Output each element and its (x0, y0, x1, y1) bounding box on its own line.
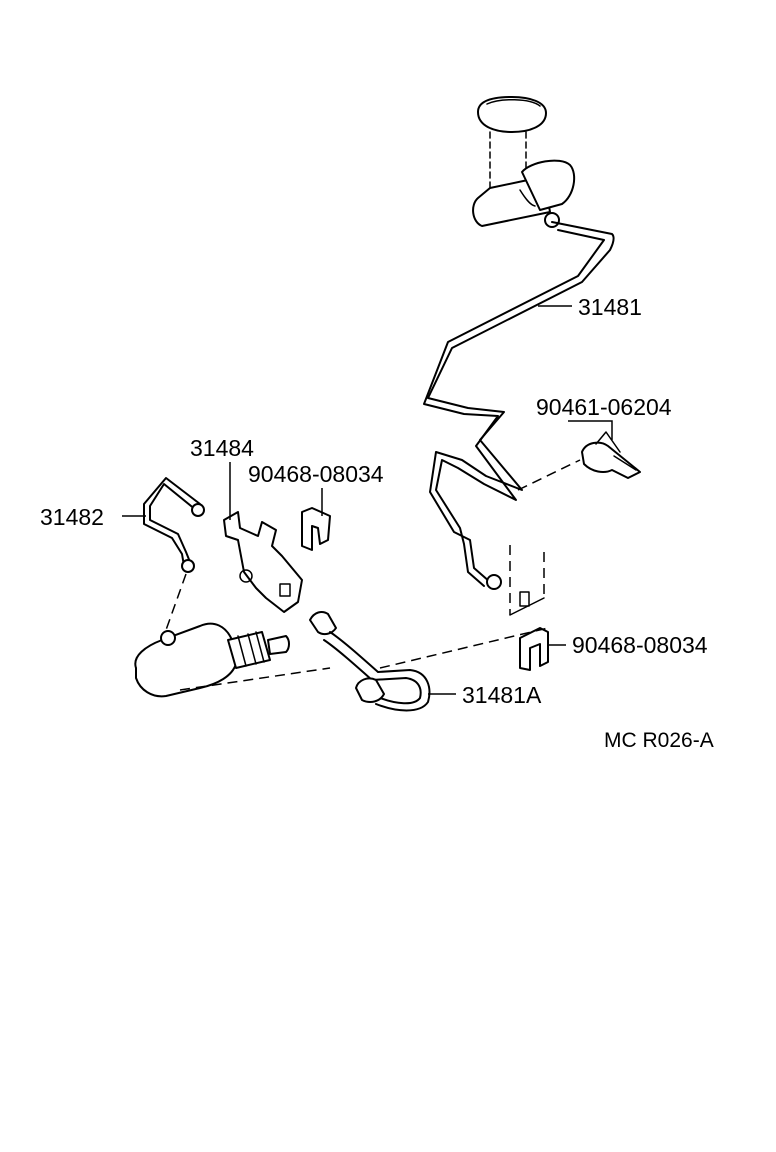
clutch-master-cylinder[interactable] (472, 96, 576, 228)
flexible-hose-31481A[interactable] (309, 611, 431, 712)
label-90468-08034-lower: 90468-08034 (572, 632, 708, 658)
leader-lines (122, 305, 613, 695)
label-31481A: 31481A (462, 682, 542, 708)
clutch-pipe-31482[interactable] (143, 477, 205, 631)
label-90461-06204: 90461-06204 (536, 394, 672, 420)
label-31484: 31484 (190, 435, 254, 461)
diagram-code: MC R026-A (604, 729, 714, 752)
label-31481: 31481 (578, 294, 642, 320)
clip-90468-lower[interactable] (379, 627, 549, 671)
clip-90468-upper[interactable] (301, 507, 331, 551)
release-cylinder[interactable] (134, 622, 331, 698)
bracket-stay (509, 545, 545, 616)
label-31482: 31482 (40, 504, 104, 530)
label-90468-08034-upper: 90468-08034 (248, 461, 384, 487)
bracket-31484[interactable] (223, 511, 303, 613)
clutch-line-31481[interactable] (423, 221, 615, 590)
clamp-90461[interactable] (517, 431, 641, 491)
